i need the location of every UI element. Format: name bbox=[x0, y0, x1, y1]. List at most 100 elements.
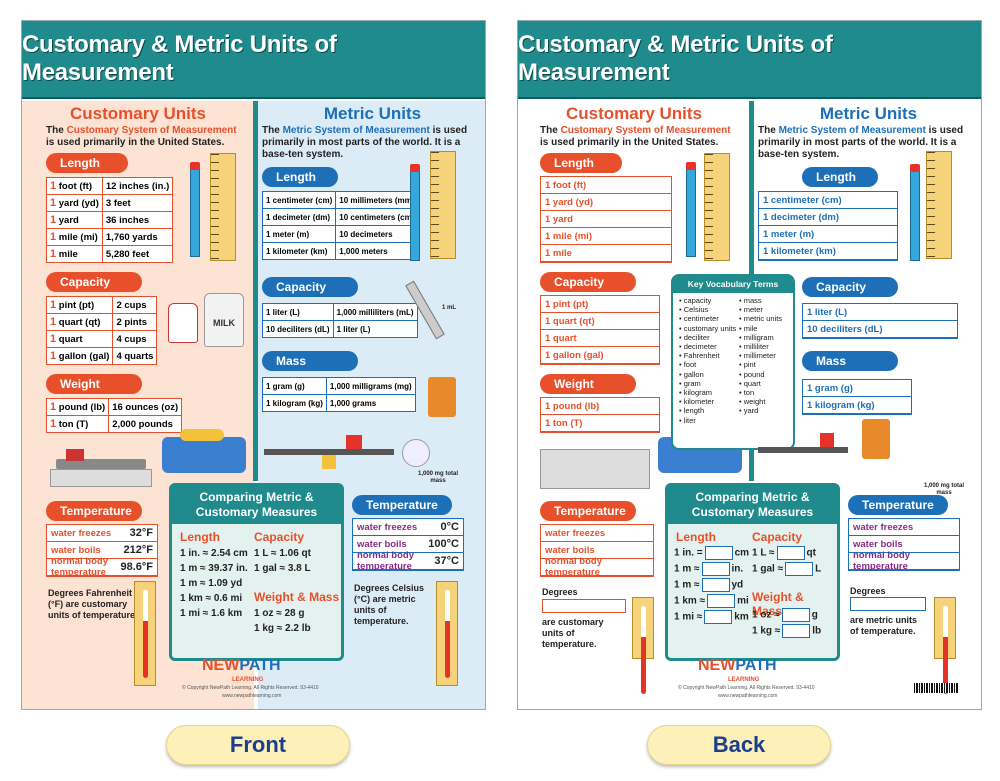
table-row: 1 quart (qt)2 pints bbox=[45, 313, 158, 331]
comparison-blank-line: 1 m ≈yd bbox=[674, 578, 743, 592]
back-button[interactable]: Back bbox=[647, 725, 831, 765]
answer-box[interactable] bbox=[776, 546, 805, 560]
temperature-value: 212°F bbox=[123, 544, 153, 556]
temperature-value: 98.6°F bbox=[120, 561, 153, 573]
unit-label: 1 gallon (gal) bbox=[545, 349, 604, 361]
temperature-row: water freezes bbox=[849, 519, 959, 536]
answer-box[interactable] bbox=[781, 608, 810, 622]
temperature-value: 100°C bbox=[428, 538, 459, 550]
unit-label: 1 pound (lb) bbox=[545, 400, 600, 412]
customary-capacity-label: Capacity bbox=[46, 272, 142, 292]
unit-label: 1 liter (L) bbox=[807, 306, 848, 318]
comparing-weight-mass-label: Weight & Mass bbox=[254, 590, 340, 604]
table-row: 1 pound (lb)16 ounces (oz) bbox=[45, 398, 183, 416]
unit-label: 1 meter (m) bbox=[763, 228, 815, 240]
vocab-heading: Key Vocabulary Terms bbox=[673, 276, 793, 293]
unit-cell: 1 yard (yd) bbox=[46, 194, 103, 212]
comparison-blank-line: 1 mi ≈ km bbox=[674, 610, 749, 624]
comparison-unit: qt bbox=[806, 547, 816, 559]
unit-name: quart (qt) bbox=[58, 317, 101, 328]
unit-number: 1 bbox=[50, 180, 57, 192]
comparison-line: 1 oz ≈ 28 g bbox=[254, 608, 305, 619]
table-row: 1 kilometer (km)1,000 meters bbox=[261, 242, 419, 260]
blank-row: 1 quart bbox=[541, 330, 659, 347]
unit-label: 1 gram (g) bbox=[807, 382, 853, 394]
unit-cell: 1 quart (qt) bbox=[45, 313, 114, 331]
metric-capacity-label: Capacity bbox=[262, 277, 358, 297]
comparison-lhs: 1 kg ≈ bbox=[752, 625, 781, 637]
customary-heading-back: Customary Units bbox=[565, 104, 703, 123]
answer-box[interactable] bbox=[701, 562, 730, 576]
comparison-blank-line: 1 m ≈in. bbox=[674, 562, 743, 576]
unit-cell: 1 foot (ft) bbox=[46, 177, 103, 195]
metric-ruler-icon bbox=[430, 151, 456, 259]
fahrenheit-answer-field[interactable] bbox=[542, 599, 626, 613]
comparing-length-label: Length bbox=[180, 530, 220, 544]
table-row: 1 gallon (gal)4 quarts bbox=[45, 347, 158, 365]
equivalent-cell: 2 cups bbox=[112, 296, 158, 314]
vocab-term: Fahrenheit bbox=[679, 351, 736, 360]
logo-sub-back: LEARNING bbox=[728, 677, 760, 683]
comparison-lhs: 1 gal ≈ bbox=[752, 563, 784, 575]
comparison-lhs: 1 m ≈ bbox=[674, 563, 700, 575]
balance-scale-icon-back bbox=[540, 449, 650, 489]
unit-label: 1 ton (T) bbox=[545, 417, 583, 429]
equivalent-cell: 2 pints bbox=[112, 313, 158, 331]
equivalent-cell: 36 inches bbox=[101, 211, 174, 229]
balance-scale-icon bbox=[46, 445, 156, 489]
celsius-answer-field[interactable] bbox=[850, 597, 926, 611]
temperature-row: water freezes bbox=[541, 525, 653, 542]
back-comparing-wm-label: Weight & Mass bbox=[752, 590, 804, 618]
temperature-label: water freezes bbox=[853, 521, 914, 533]
back-customary-length-label: Length bbox=[540, 153, 622, 173]
vocab-term: gallon bbox=[679, 370, 736, 379]
comparison-unit: g bbox=[811, 609, 818, 621]
unit-label: 1 mile (mi) bbox=[545, 230, 592, 242]
unit-cell: 1 mile (mi) bbox=[46, 228, 103, 246]
answer-box[interactable] bbox=[782, 624, 811, 638]
metric-heading: Metric Units bbox=[323, 104, 422, 123]
metric-length-label: Length bbox=[262, 167, 338, 187]
back-comparing-capacity-label: Capacity bbox=[752, 530, 803, 544]
logo-url: www.newpathlearning.com bbox=[222, 693, 282, 699]
equivalent-cell: 10 decimeters bbox=[335, 225, 419, 243]
comparison-unit: km bbox=[734, 611, 749, 623]
table-row: 1 pint (pt)2 cups bbox=[45, 296, 158, 314]
blank-row: 1 gallon (gal) bbox=[541, 347, 659, 364]
vocab-term: deciliter bbox=[679, 333, 736, 342]
comparison-line: 1 m ≈ 39.37 in. bbox=[180, 563, 248, 574]
answer-box[interactable] bbox=[704, 546, 733, 560]
front-button[interactable]: Front bbox=[166, 725, 350, 765]
dropper-label: 1 mL bbox=[442, 305, 457, 311]
metric-ruler-icon-back bbox=[926, 151, 952, 259]
blank-row: 1 decimeter (dm) bbox=[759, 209, 897, 226]
temperature-label: normal body temperature bbox=[357, 550, 415, 572]
blank-row: 1 foot (ft) bbox=[541, 177, 671, 194]
back-customary-note-b: are customary units of temperature. bbox=[542, 617, 604, 649]
logo-url-back: www.newpathlearning.com bbox=[718, 693, 778, 699]
vocab-term: ton bbox=[739, 388, 782, 397]
answer-box[interactable] bbox=[701, 578, 730, 592]
customary-weight-table: 1 pound (lb)16 ounces (oz)1 ton (T)2,000… bbox=[45, 398, 183, 433]
answer-box[interactable] bbox=[707, 594, 736, 608]
answer-box[interactable] bbox=[785, 562, 814, 576]
blank-row: 10 deciliters (dL) bbox=[803, 321, 957, 338]
poster-title-back: Customary & Metric Units of Measurement bbox=[518, 31, 833, 86]
customary-intro: The Customary System of Measurement is u… bbox=[46, 125, 237, 148]
unit-number: 1 bbox=[50, 214, 57, 226]
vocab-term: mile bbox=[739, 324, 782, 333]
unit-cell: 1 gram (g) bbox=[262, 377, 327, 395]
milk-jug-icon: MILK bbox=[204, 293, 244, 347]
comparison-blank-line: 1 gal ≈L bbox=[752, 562, 821, 576]
answer-box[interactable] bbox=[704, 610, 733, 624]
comparison-lhs: 1 mi ≈ bbox=[674, 611, 703, 623]
unit-label: 1 kilometer (km) bbox=[763, 245, 836, 257]
back-metric-length-table: 1 centimeter (cm)1 decimeter (dm)1 meter… bbox=[758, 191, 898, 261]
blank-row: 1 kilometer (km) bbox=[759, 243, 897, 260]
